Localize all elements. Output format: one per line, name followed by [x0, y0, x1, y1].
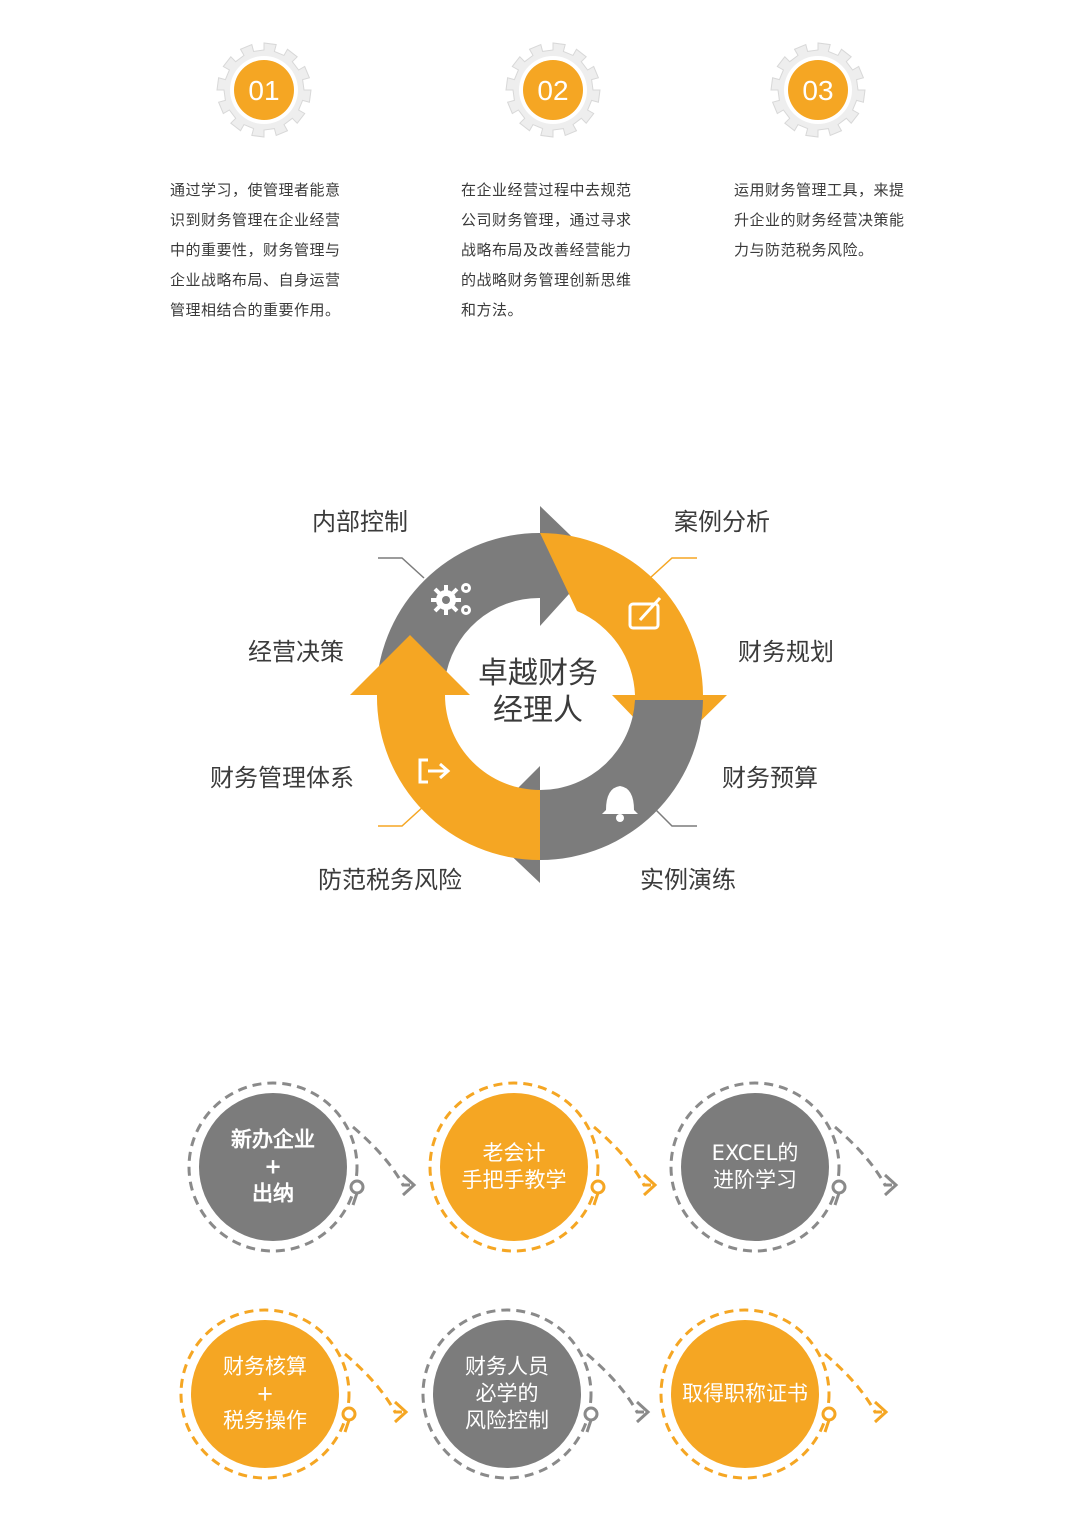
node-6-text: 取得职称证书	[682, 1381, 808, 1406]
pin-icon	[341, 1406, 357, 1422]
arrow-right-icon	[873, 1400, 889, 1424]
exit-icon	[418, 758, 451, 784]
journey-node-4	[179, 1308, 409, 1480]
step-description: 运用财务管理工具，来提 升企业的财务经营决策能 力与防范税务风险。	[734, 181, 905, 259]
connector-line	[378, 805, 425, 827]
arrow-right-icon	[401, 1173, 417, 1197]
pin-icon	[583, 1406, 599, 1422]
cycle-center-line1: 卓越财务	[478, 656, 598, 691]
step-description: 在企业经营过程中去规范 公司财务管理，通过寻求 战略布局及改善经营能力 的战略财…	[461, 181, 632, 319]
label-tax-risk: 防范税务风险	[318, 866, 462, 894]
cycle-segment-left	[350, 635, 540, 860]
node-2-text: 老会计手把手教学	[461, 1141, 567, 1192]
arrow-right-icon	[393, 1400, 409, 1424]
label-financial-system: 财务管理体系	[210, 764, 354, 792]
path-connector	[352, 1125, 413, 1187]
label-internal-control: 内部控制	[312, 508, 408, 536]
journey-node-2	[428, 1081, 658, 1253]
connector-line	[378, 557, 425, 579]
node-3-text: EXCEL的进阶学习	[711, 1141, 799, 1192]
node-4-text: 财务核算+税务操作	[223, 1354, 307, 1433]
pin-icon	[349, 1179, 365, 1195]
journey-node-3	[669, 1081, 899, 1253]
journey-node-1	[187, 1081, 417, 1253]
node-disc	[671, 1320, 819, 1468]
cycle-center-line2: 经理人	[493, 693, 583, 728]
gear-badge-03: 03	[770, 42, 866, 138]
gear-badge-01: 01	[216, 42, 312, 138]
node-disc	[433, 1320, 581, 1468]
arrow-right-icon	[642, 1173, 658, 1197]
pin-icon	[831, 1179, 847, 1195]
node-disc	[440, 1093, 588, 1241]
journey-node-5	[421, 1308, 651, 1480]
pin-icon	[590, 1179, 606, 1195]
node-disc	[681, 1093, 829, 1241]
path-connector	[824, 1352, 885, 1414]
node-disc	[191, 1320, 339, 1468]
step-description: 通过学习，使管理者能意 识到财务管理在企业经营 中的重要性，财务管理与 企业战略…	[170, 181, 341, 319]
bell-icon	[602, 786, 638, 822]
dashed-ring	[187, 1081, 359, 1253]
step-number: 01	[248, 75, 279, 106]
cycle-diagram: 卓越财务 经理人	[350, 506, 727, 883]
learning-path: 新办企业+出纳 老会计手把手教学 EXCEL的进阶学习 财务核算+税务操作 财务…	[0, 1060, 1080, 1520]
cycle-segment-right	[540, 533, 727, 753]
cycle-segment-top	[377, 506, 598, 680]
path-connector	[344, 1352, 405, 1414]
arrow-right-icon	[635, 1400, 651, 1424]
label-case-analysis: 案例分析	[674, 508, 770, 536]
dashed-ring	[659, 1308, 831, 1480]
arrow-right-icon	[883, 1173, 899, 1197]
label-budget: 财务预算	[722, 764, 818, 792]
step-number: 03	[802, 75, 833, 106]
dashed-ring	[179, 1308, 351, 1480]
dashed-ring	[428, 1081, 600, 1253]
label-business-decision: 经营决策	[248, 638, 344, 666]
connector-line	[651, 805, 697, 827]
gear-badge-02: 02	[505, 42, 601, 138]
dashed-ring	[669, 1081, 841, 1253]
path-connector	[834, 1125, 895, 1187]
connector-line	[649, 557, 697, 579]
label-practice: 实例演练	[640, 866, 736, 894]
gears-icon	[431, 583, 471, 615]
path-connector	[586, 1352, 647, 1414]
dashed-ring	[421, 1308, 593, 1480]
edit-icon	[628, 596, 662, 630]
pin-icon	[821, 1406, 837, 1422]
node-disc	[199, 1093, 347, 1241]
step-number: 02	[537, 75, 568, 106]
journey-node-6	[659, 1308, 889, 1480]
path-connector	[593, 1125, 654, 1187]
node-1-text: 新办企业+出纳	[231, 1127, 315, 1206]
label-financial-planning: 财务规划	[738, 638, 834, 666]
node-5-text: 财务人员必学的风险控制	[465, 1354, 549, 1433]
